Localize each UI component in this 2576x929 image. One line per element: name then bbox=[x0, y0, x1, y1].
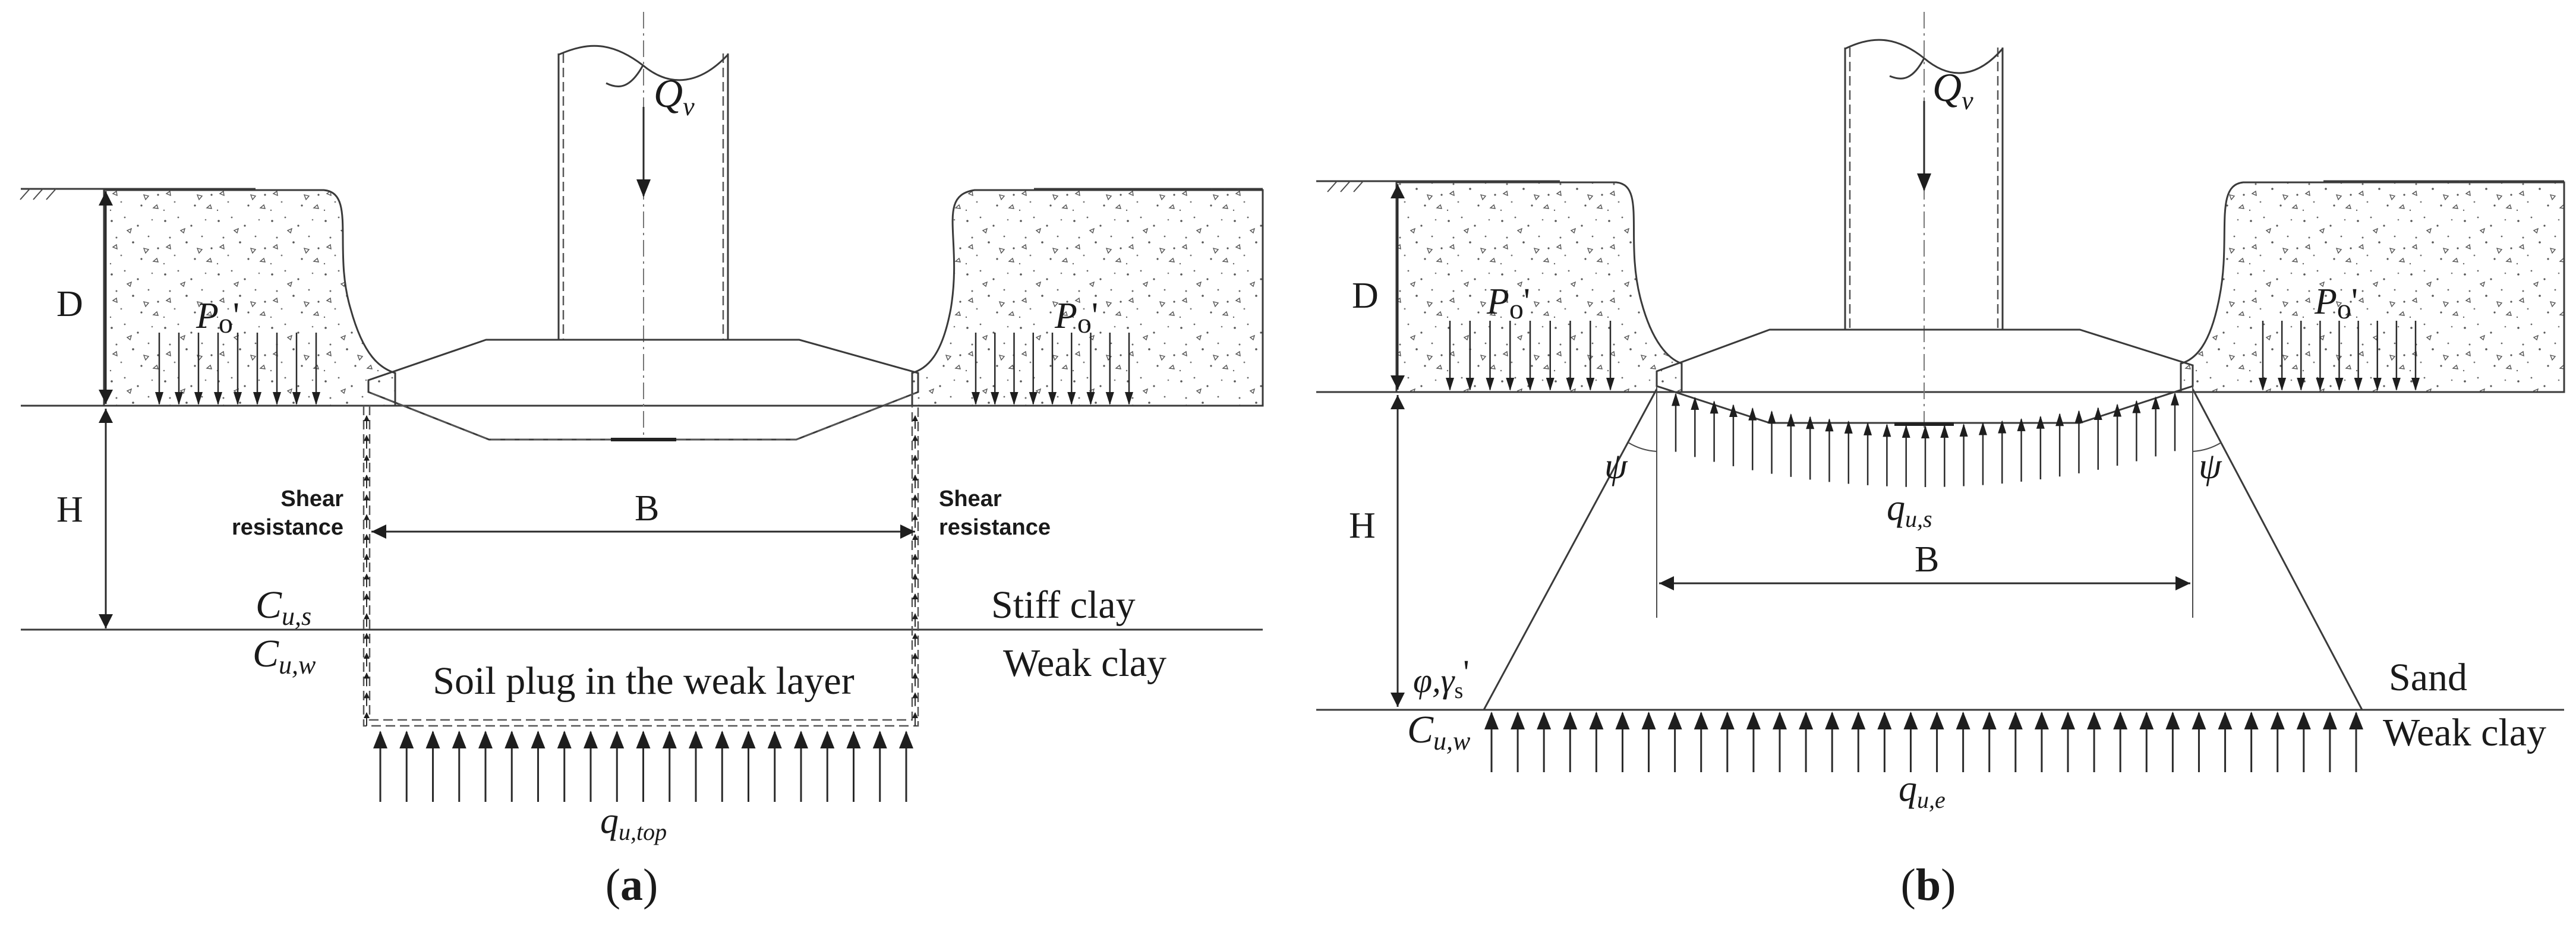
overburden-arrows-left-b bbox=[1446, 321, 1615, 391]
weak-clay-label-b: Weak clay bbox=[2383, 711, 2546, 754]
psi-label-left-b: ψ bbox=[1604, 446, 1628, 486]
backfill-soil-right-a bbox=[911, 189, 1264, 407]
Cuw-label-b: Cu,w bbox=[1407, 708, 1471, 756]
shear-arrows-a bbox=[364, 415, 918, 726]
q-top-arrows-a bbox=[373, 731, 913, 802]
q-us-arrows-b bbox=[1672, 392, 2179, 487]
soil-plug-inner-boundary-a bbox=[368, 406, 913, 721]
panel-label-b: (b) bbox=[1901, 860, 1956, 910]
panel-label-a: (a) bbox=[606, 860, 658, 910]
psi-arc-left-b bbox=[1628, 442, 1657, 452]
B-label-b: B bbox=[1915, 539, 1939, 580]
panel-a: Qv D H Po' Po' Shear resistance Shear re… bbox=[20, 12, 1264, 910]
q-ue-arrows-b bbox=[1484, 712, 2363, 772]
backfill-soil-left-b bbox=[1395, 181, 1683, 393]
D-label-b: D bbox=[1352, 276, 1379, 316]
overburden-arrows-right-a bbox=[972, 333, 1133, 405]
Cus-label-a: Cu,s bbox=[256, 583, 311, 631]
q-top-label-a: qu,top bbox=[600, 801, 667, 845]
psi-arc-right-b bbox=[2192, 442, 2222, 452]
weak-clay-label-a: Weak clay bbox=[1003, 642, 1166, 685]
P0-label-left-a: Po' bbox=[196, 296, 239, 339]
q-us-label-b: qu,s bbox=[1887, 488, 1932, 532]
backfill-soil-right-b bbox=[2180, 181, 2565, 393]
shear-label-left-line1-a: Shear bbox=[280, 486, 343, 511]
failure-line-right-b bbox=[2192, 388, 2363, 710]
D-label-a: D bbox=[56, 284, 83, 324]
shear-label-right-line1-a: Shear bbox=[939, 486, 1002, 511]
overburden-arrows-right-b bbox=[2259, 321, 2420, 391]
H-label-b: H bbox=[1349, 505, 1376, 546]
P0-label-left-b: Po' bbox=[1486, 282, 1530, 325]
failure-line-left-b bbox=[1483, 388, 1658, 710]
stiff-clay-label-a: Stiff clay bbox=[991, 583, 1136, 627]
H-label-a: H bbox=[56, 489, 83, 530]
B-label-a: B bbox=[635, 488, 659, 529]
soil-plug-boundary-a bbox=[362, 406, 919, 727]
q-ue-label-b: qu,e bbox=[1899, 769, 1946, 813]
Qv-label-a: Qv bbox=[654, 71, 695, 121]
backfill-soil-left-a bbox=[103, 189, 396, 407]
sand-label-b: Sand bbox=[2389, 656, 2467, 699]
pile-column-b bbox=[1844, 39, 2004, 330]
phi-gamma-label-b: φ,γs' bbox=[1413, 653, 1470, 703]
P0-label-right-a: Po' bbox=[1054, 296, 1098, 339]
Qv-label-b: Qv bbox=[1932, 65, 1973, 115]
shear-label-right-line2-a: resistance bbox=[939, 515, 1051, 540]
shear-label-left-line2-a: resistance bbox=[232, 515, 343, 540]
panel-b: Qv D H Po' Po' ψ ψ qu,s bbox=[1316, 12, 2565, 910]
overburden-arrows-left-a bbox=[155, 333, 320, 405]
Cuw-label-a: Cu,w bbox=[253, 632, 316, 680]
psi-label-right-b: ψ bbox=[2199, 446, 2222, 486]
soil-plug-label-a: Soil plug in the weak layer bbox=[433, 659, 854, 703]
spudcan-footing-a bbox=[367, 339, 919, 441]
P0-label-right-b: Po' bbox=[2314, 282, 2358, 325]
pile-column-a bbox=[557, 45, 729, 340]
